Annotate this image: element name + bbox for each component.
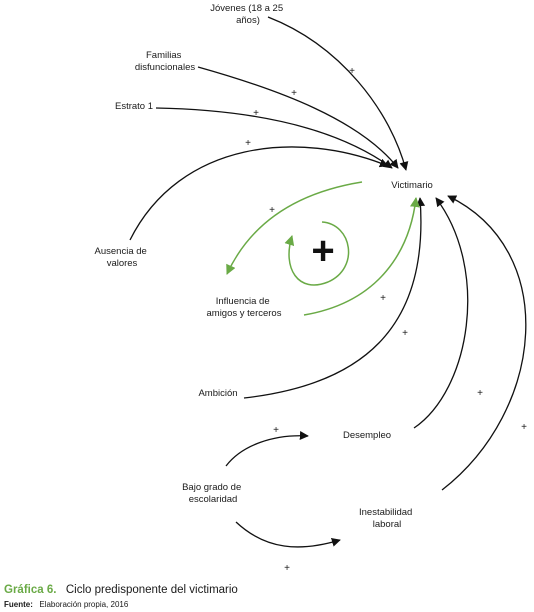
polarity-sign: + (402, 328, 408, 339)
edge-influencia-victimario (303, 197, 420, 316)
edge-estrato-victimario (155, 107, 393, 169)
polarity-sign: + (521, 422, 527, 433)
polarity-sign: + (291, 88, 297, 99)
caption-title: Ciclo predisponente del victimario (66, 584, 238, 596)
node-influencia: Influencia de amigos y terceros (207, 296, 282, 319)
node-bajo-grado: Bajo grado de escolaridad (182, 482, 244, 505)
polarity-sign: + (349, 66, 355, 77)
loop-symbol: + (311, 229, 334, 273)
polarity-sign: + (477, 388, 483, 399)
polarity-sign: + (273, 425, 279, 436)
polarity-sign: + (284, 563, 290, 574)
caption-label: Gráfica 6. (4, 584, 56, 596)
edge-ambicion-victimario (243, 197, 426, 399)
edge-jovenes-victimario (267, 16, 409, 171)
source-text: Elaboración propia, 2016 (39, 600, 129, 609)
polarity-sign: + (245, 138, 251, 149)
node-ausencia: Ausencia de valores (95, 246, 150, 269)
node-victimario: Victimario (391, 180, 433, 191)
edge-bajo-grado-desempleo (225, 431, 309, 467)
edge-victimario-influencia (226, 181, 363, 275)
edge-bajo-grado-inestabilidad (235, 521, 341, 548)
polarity-sign: + (253, 108, 259, 119)
edge-ausencia-victimario (129, 146, 389, 241)
polarity-sign: + (269, 205, 275, 216)
reinforcing-loop-arrow (284, 221, 350, 286)
figure-source: Fuente: Elaboración propia, 2016 (4, 594, 129, 611)
node-familias: Familias disfuncionales (135, 50, 195, 73)
node-ambicion: Ambición (198, 388, 237, 399)
source-label: Fuente: (4, 600, 33, 609)
figure-caption: Gráfica 6. Ciclo predisponente del victi… (4, 580, 238, 597)
polarity-sign: + (380, 293, 386, 304)
node-desempleo: Desempleo (343, 430, 391, 441)
node-jovenes: Jóvenes (18 a 25 años) (210, 3, 286, 26)
polarity-signs: + + + + + + + + + + + (245, 66, 527, 574)
edge-desempleo-victimario (413, 197, 469, 429)
node-estrato: Estrato 1 (115, 101, 153, 112)
edge-inestabilidad-victimario (441, 195, 527, 491)
edge-familias-victimario (197, 66, 399, 169)
node-inestabilidad: Inestabilidad laboral (359, 507, 415, 530)
